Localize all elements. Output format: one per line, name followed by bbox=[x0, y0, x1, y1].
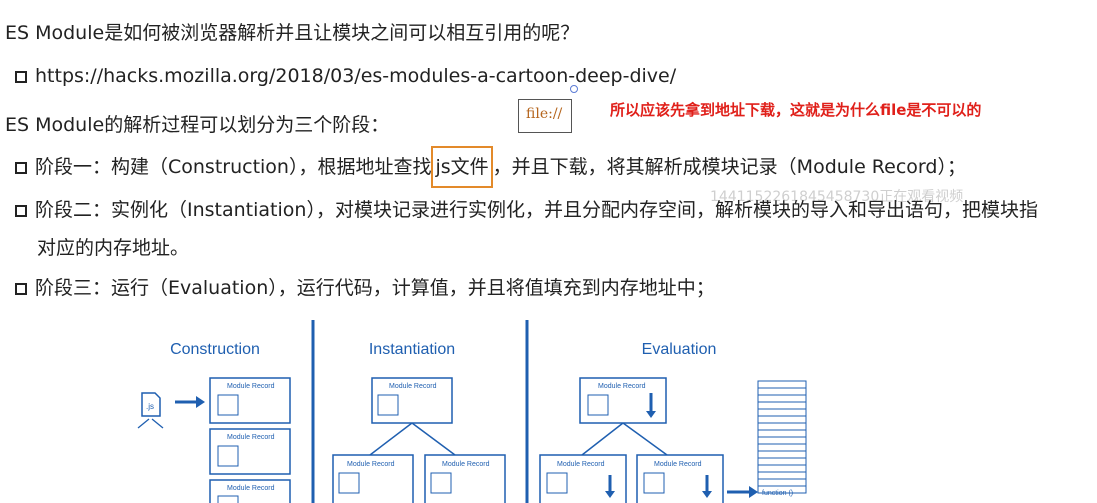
file-url-text: file:// bbox=[526, 106, 563, 122]
module-record-label: Module Record bbox=[347, 461, 395, 468]
connector-line bbox=[369, 422, 413, 456]
memory-cell bbox=[757, 478, 807, 487]
cursor-icon bbox=[570, 85, 578, 93]
stage-one-before: 阶段一：构建（Construction），根据地址查找 bbox=[35, 156, 432, 178]
module-record-card: Module Record bbox=[579, 377, 667, 424]
module-record-label: Module Record bbox=[557, 461, 605, 468]
module-record-label: Module Record bbox=[598, 383, 646, 390]
checkbox-bullet-icon bbox=[15, 283, 27, 295]
link-line: https://hacks.mozilla.org/2018/03/es-mod… bbox=[15, 63, 676, 89]
reference-link[interactable]: https://hacks.mozilla.org/2018/03/es-mod… bbox=[35, 65, 677, 87]
stage-two: 阶段二：实例化（Instantiation），对模块记录进行实例化，并且分配内存… bbox=[15, 197, 1038, 223]
highlight-js-file: js文件 bbox=[431, 146, 493, 188]
arrow-right-icon bbox=[727, 486, 758, 498]
module-record-card: Module Record bbox=[424, 454, 506, 503]
module-record-label: Module Record bbox=[442, 461, 490, 468]
memory-cell bbox=[757, 464, 807, 473]
memory-stack bbox=[757, 380, 807, 494]
memory-cell bbox=[757, 394, 807, 403]
function-cell-label: function () bbox=[762, 490, 793, 497]
stage-three-text: 阶段三：运行（Evaluation），运行代码，计算值，并且将值填充到内存地址中… bbox=[35, 277, 715, 299]
memory-cell bbox=[757, 429, 807, 438]
arrow-right-icon bbox=[175, 396, 205, 408]
module-record-label: Module Record bbox=[227, 485, 275, 492]
module-record-label: Module Record bbox=[389, 383, 437, 390]
memory-cell bbox=[757, 401, 807, 410]
module-record-card: Module Record bbox=[539, 454, 627, 503]
stage-two-text: 阶段二：实例化（Instantiation），对模块记录进行实例化，并且分配内存… bbox=[35, 199, 1038, 221]
intro-text: ES Module的解析过程可以划分为三个阶段： bbox=[5, 114, 390, 136]
stage-two-continuation: 对应的内存地址。 bbox=[37, 237, 190, 259]
connector-line bbox=[622, 422, 668, 456]
memory-cell bbox=[757, 380, 807, 389]
red-annotation-note: 所以应该先拿到地址下载，这就是为什么file是不可以的 bbox=[610, 101, 982, 119]
module-record-card: Module Record bbox=[209, 377, 291, 424]
module-record-label: Module Record bbox=[227, 383, 275, 390]
connector-line bbox=[581, 422, 624, 456]
connector-line bbox=[411, 422, 456, 456]
memory-cell bbox=[757, 471, 807, 480]
memory-cell bbox=[757, 443, 807, 452]
memory-cell bbox=[757, 422, 807, 431]
memory-cell bbox=[757, 457, 807, 466]
memory-cell bbox=[757, 450, 807, 459]
file-url-box: file:// bbox=[518, 99, 572, 133]
memory-cell bbox=[757, 436, 807, 445]
module-record-card: Module Record bbox=[209, 428, 291, 475]
module-record-card: Module Record bbox=[209, 479, 291, 503]
memory-cell bbox=[757, 387, 807, 396]
module-record-label: Module Record bbox=[654, 461, 702, 468]
js-file-label: .js bbox=[146, 402, 154, 411]
module-phases-diagram: Construction Instantiation Evaluation .j… bbox=[137, 320, 807, 503]
module-record-card: Module Record bbox=[371, 377, 453, 424]
memory-cell bbox=[757, 408, 807, 417]
checkbox-bullet-icon bbox=[15, 205, 27, 217]
stage-three: 阶段三：运行（Evaluation），运行代码，计算值，并且将值填充到内存地址中… bbox=[15, 275, 715, 301]
js-file-icon: .js bbox=[137, 392, 164, 429]
heading-instantiation: Instantiation bbox=[369, 341, 455, 358]
question-text: ES Module是如何被浏览器解析并且让模块之间可以相互引用的呢？ bbox=[5, 22, 580, 44]
stage-one-after: ，并且下载，将其解析成模块记录（Module Record）； bbox=[492, 156, 966, 178]
module-record-card: Module Record bbox=[636, 454, 724, 503]
viewer-watermark: 1441152261845458730正在观看视频 bbox=[710, 189, 964, 205]
heading-evaluation: Evaluation bbox=[642, 341, 717, 358]
memory-cell bbox=[757, 415, 807, 424]
module-record-card: Module Record bbox=[332, 454, 414, 503]
module-record-label: Module Record bbox=[227, 434, 275, 441]
memory-cell bbox=[757, 485, 807, 494]
checkbox-bullet-icon bbox=[15, 162, 27, 174]
heading-construction: Construction bbox=[170, 341, 260, 358]
checkbox-bullet-icon bbox=[15, 71, 27, 83]
